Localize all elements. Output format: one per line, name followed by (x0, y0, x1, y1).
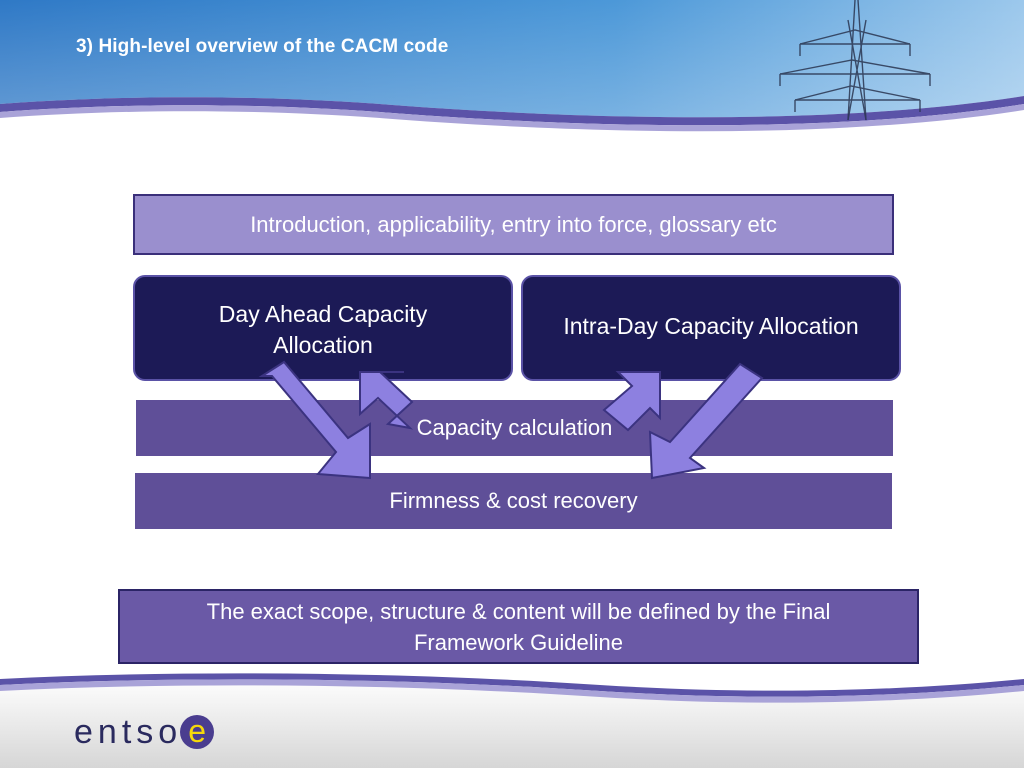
slide-footer (0, 665, 1024, 768)
intro-box: Introduction, applicability, entry into … (133, 194, 894, 255)
intra-day-capacity-allocation-box: Intra-Day Capacity Allocation (521, 275, 901, 381)
footer-wave (0, 673, 1024, 768)
logo-e-badge: e (180, 715, 215, 749)
slide-title: 3) High-level overview of the CACM code (76, 36, 449, 57)
power-pylon-icon (779, 0, 931, 121)
scope-note-box: The exact scope, structure & content wil… (118, 589, 919, 664)
capacity-calculation-band: Capacity calculation (136, 400, 893, 456)
entsoe-logo: entso e (74, 711, 215, 753)
firmness-cost-recovery-band: Firmness & cost recovery (135, 473, 892, 529)
logo-wordmark: entso (74, 712, 183, 751)
day-ahead-capacity-allocation-box: Day Ahead Capacity Allocation (133, 275, 513, 381)
header-sky-banner (0, 0, 1024, 132)
slide-header: 3) High-level overview of the CACM code (0, 0, 1024, 140)
